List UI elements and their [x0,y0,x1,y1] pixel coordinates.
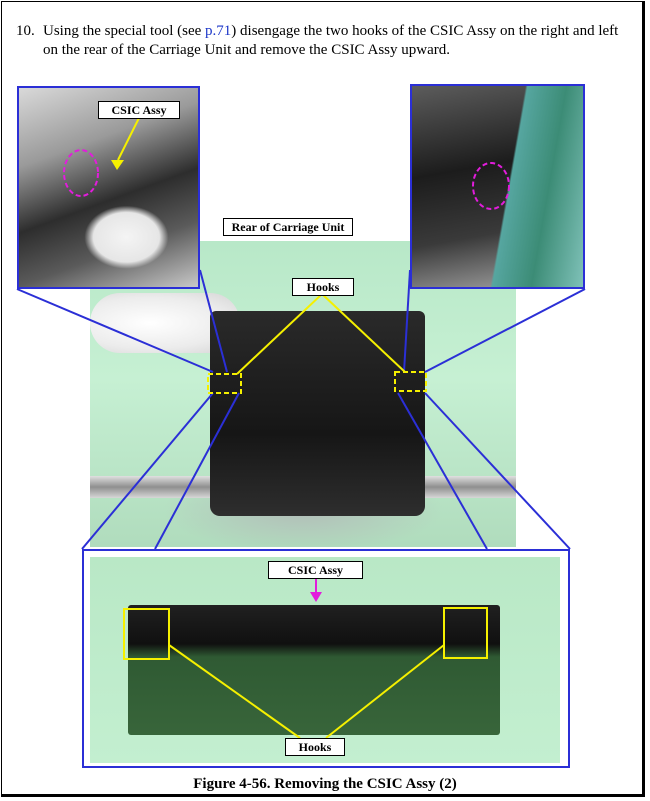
bottom-hooks-leader-right [325,644,445,739]
right-hook-circle [472,162,510,210]
zoom-line-bottom-left-a [81,392,214,550]
zoom-line-bottom-left-b [154,392,240,550]
carriage-rear-photo [90,241,516,547]
step-text: Using the special tool (see p.71) diseng… [43,22,633,60]
right-hook-marker [394,371,427,392]
left-hook-marker [207,373,242,394]
hooks-label-bottom: Hooks [285,738,345,756]
rear-of-carriage-label: Rear of Carriage Unit [223,218,353,236]
bottom-left-hook-marker [123,608,170,660]
page-link[interactable]: p.71 [205,23,232,39]
step-text-after: ) disengage the two hooks of the CSIC As… [43,23,619,58]
zoom-line-left-a [16,288,214,373]
csic-assy-label-top: CSIC Assy [98,101,180,119]
step-number: 10. [16,23,35,39]
hooks-leader-left [236,293,323,375]
zoom-line-bottom-right-a [397,392,488,550]
bottom-hooks-leader-left [168,644,301,739]
csic-arrow [310,578,322,602]
zoom-line-left-b [199,269,228,373]
step-text-before: Using the special tool (see [43,23,206,39]
right-hook-closeup-photo [410,84,585,289]
zoom-line-bottom-right-b [424,392,571,550]
bottom-right-hook-marker [443,607,488,659]
left-hook-closeup-photo [17,86,200,289]
csic-assy-photo-frame [82,549,570,768]
zoom-line-right-a [403,269,411,373]
left-hook-circle [63,149,99,197]
figure-caption: Figure 4-56. Removing the CSIC Assy (2) [193,776,457,792]
hooks-label-top: Hooks [292,278,354,296]
hooks-leader-right [321,293,406,373]
csic-top-leader [117,117,140,161]
csic-assy-label-bottom: CSIC Assy [268,561,363,579]
csic-board-shape [128,605,500,735]
carriage-shape [210,311,425,516]
csic-top-arrowhead [111,160,124,170]
zoom-line-right-b [424,288,586,373]
